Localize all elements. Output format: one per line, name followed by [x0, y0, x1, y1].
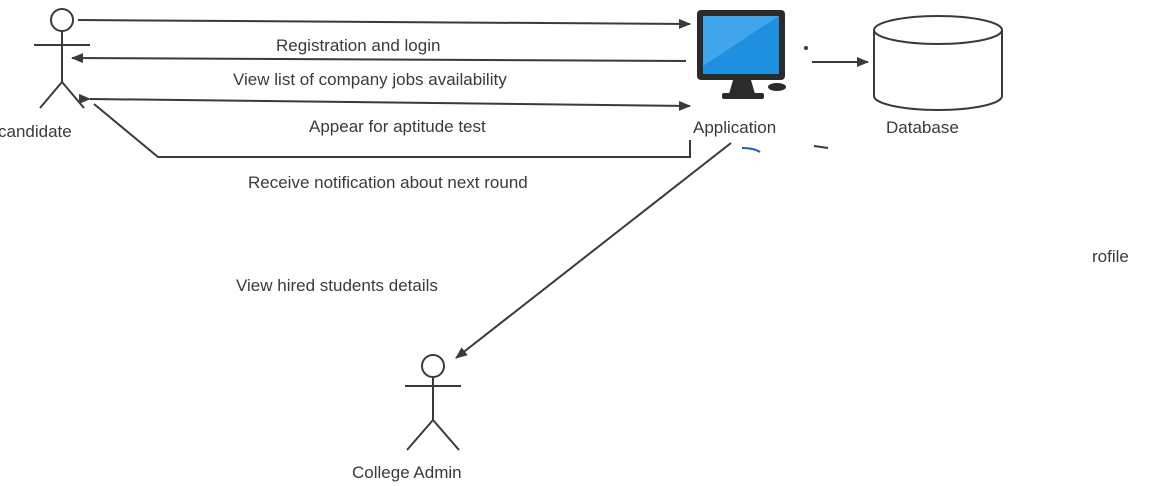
short-line-mark	[813, 145, 829, 149]
blue-stroke-mark	[741, 147, 761, 153]
computer-monitor-icon	[697, 10, 808, 99]
view-hired-arrow	[455, 142, 732, 359]
registration-message-label: Registration and login	[276, 36, 441, 55]
candidate-label: candidate	[0, 122, 72, 141]
notification-message-label: Receive notification about next round	[248, 173, 528, 192]
aptitude-arrow	[78, 93, 691, 111]
truncated-profile-text: rofile	[1092, 247, 1129, 266]
candidate-actor-figure	[34, 8, 90, 109]
database-label: Database	[886, 118, 959, 137]
view-jobs-message-label: View list of company jobs availability	[233, 70, 507, 89]
registration-arrow	[77, 18, 691, 29]
view-hired-message-label: View hired students details	[236, 276, 438, 295]
college-admin-label: College Admin	[352, 463, 462, 482]
view-jobs-arrow	[71, 53, 687, 64]
notification-connector	[93, 103, 691, 158]
aptitude-message-label: Appear for aptitude test	[309, 117, 486, 136]
application-label: Application	[693, 118, 777, 137]
database-icon	[873, 15, 1003, 111]
college-admin-actor-figure	[405, 354, 461, 451]
